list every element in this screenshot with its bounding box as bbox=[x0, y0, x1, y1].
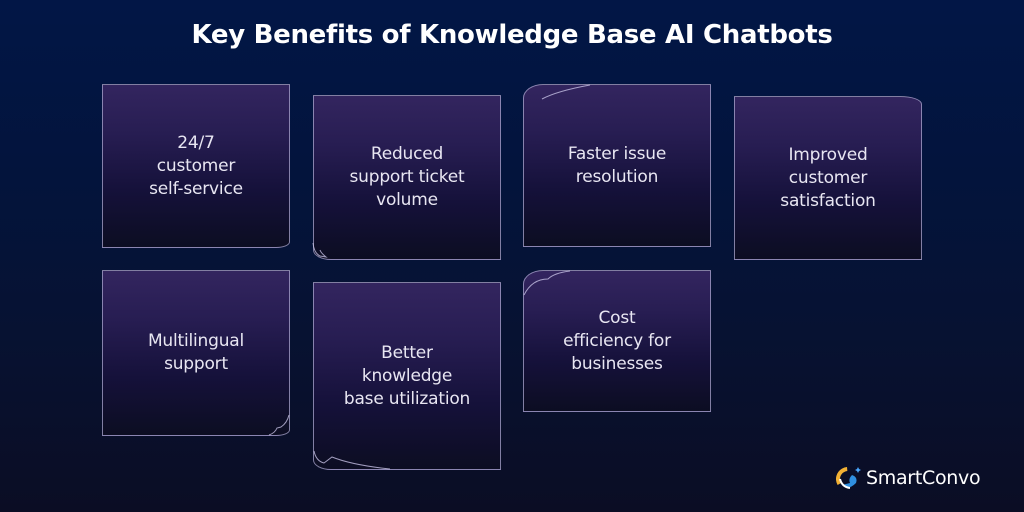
page-curl-icon bbox=[313, 450, 391, 470]
benefit-card-faster-resolution: Faster issue resolution bbox=[523, 84, 711, 247]
benefit-text: Better knowledge base utilization bbox=[343, 342, 471, 409]
benefit-text: Faster issue resolution bbox=[567, 143, 667, 187]
brand-logo: SmartConvo bbox=[836, 465, 981, 491]
benefit-text: Reduced support ticket volume bbox=[349, 144, 465, 210]
benefit-card-cost-efficiency: Cost efficiency for businesses bbox=[523, 270, 711, 412]
benefit-card-multilingual-support: Multilingual support bbox=[102, 270, 290, 436]
benefit-text: Improved customer satisfaction bbox=[780, 144, 876, 211]
page-curl-icon bbox=[268, 414, 290, 436]
page-curl-icon bbox=[523, 270, 571, 296]
benefit-card-24-7-self-service: 24/7 customer self-service bbox=[102, 84, 290, 248]
page-curl-icon bbox=[312, 242, 328, 258]
benefit-card-improved-satisfaction: Improved customer satisfaction bbox=[734, 96, 922, 260]
page-title: Key Benefits of Knowledge Base AI Chatbo… bbox=[191, 20, 833, 50]
smartconvo-logo-icon bbox=[836, 467, 861, 491]
benefit-card-knowledge-base-utilization: Better knowledge base utilization bbox=[313, 282, 501, 470]
page-curl-icon bbox=[541, 84, 591, 100]
brand-name: SmartConvo bbox=[866, 467, 981, 489]
benefit-text: 24/7 customer self-service bbox=[149, 132, 243, 199]
benefit-text: Multilingual support bbox=[147, 331, 245, 374]
benefit-card-reduced-ticket-volume: Reduced support ticket volume bbox=[312, 95, 501, 260]
benefit-text: Cost efficiency for businesses bbox=[563, 307, 671, 374]
